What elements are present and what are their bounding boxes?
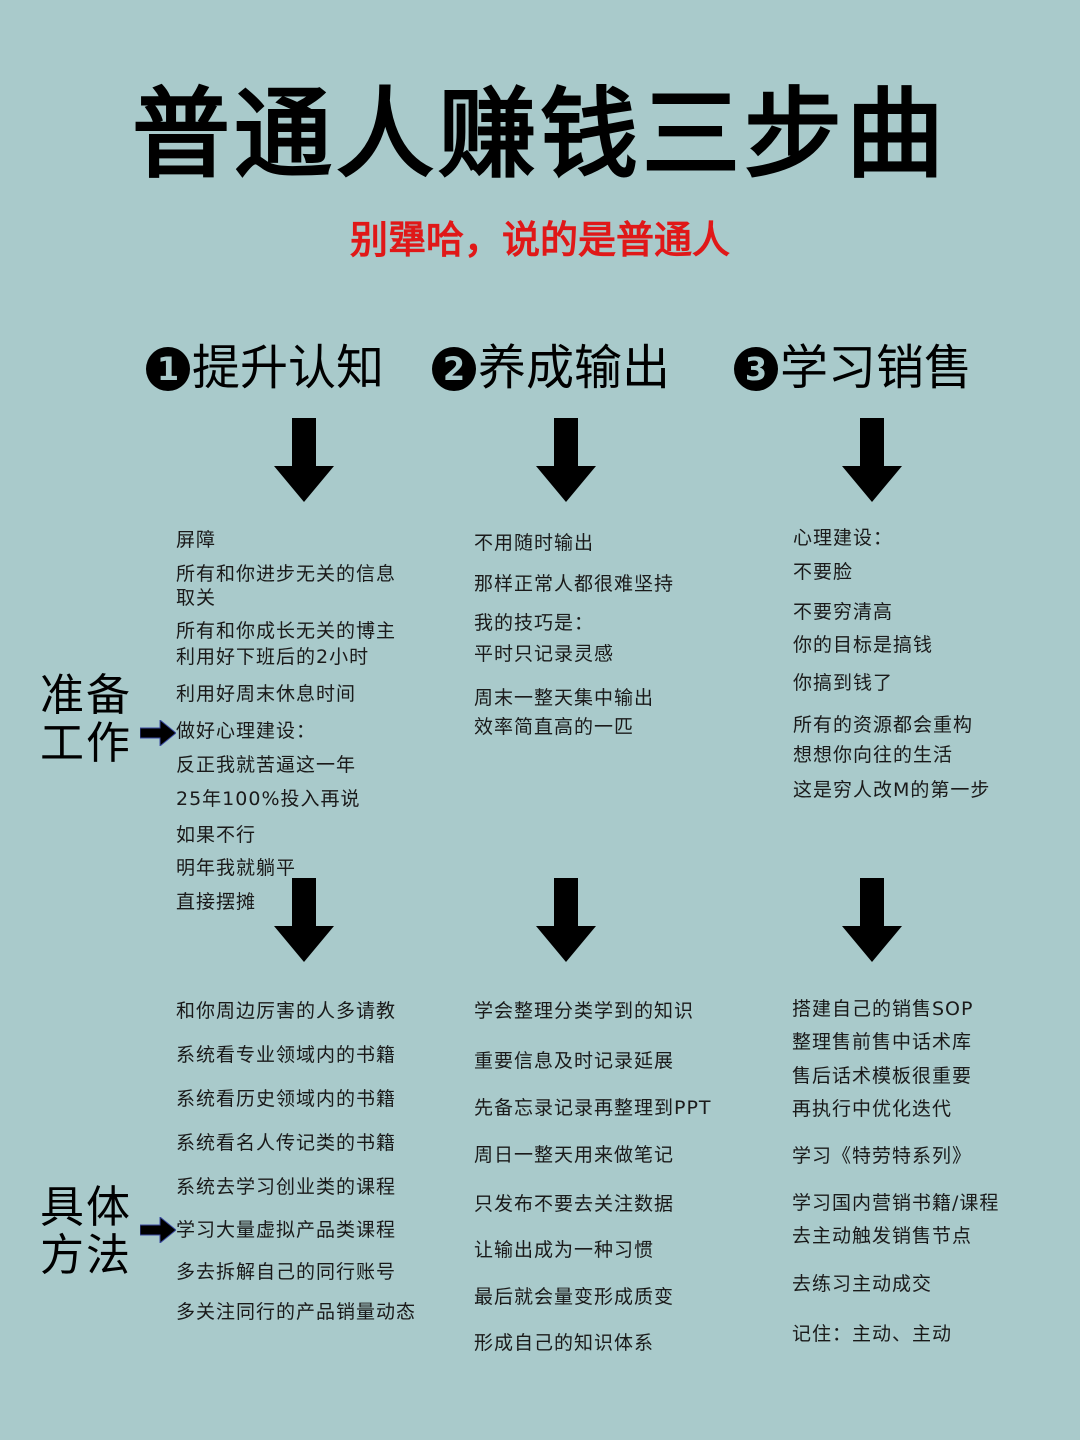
prep-col1-line: 利用好下班后的2小时 bbox=[176, 646, 370, 668]
method-col3-line: 去主动触发销售节点 bbox=[792, 1225, 973, 1247]
prep-col3-line: 不要穷清高 bbox=[793, 601, 894, 623]
prep-col2-line: 不用随时输出 bbox=[474, 532, 595, 554]
method-col2-line: 最后就会量变形成质变 bbox=[474, 1286, 675, 1308]
method-col3-line: 再执行中优化迭代 bbox=[792, 1098, 953, 1120]
prep-col1-line: 取关 bbox=[176, 587, 217, 609]
down-arrow-icon bbox=[536, 878, 596, 962]
method-col3-line: 学习《特劳特系列》 bbox=[792, 1145, 973, 1167]
prep-label-line-2: 工作 bbox=[40, 718, 132, 769]
prep-col3-line: 心理建设： bbox=[793, 527, 894, 549]
down-arrow-icon bbox=[274, 878, 334, 962]
method-col3-line: 记住：主动、主动 bbox=[792, 1323, 953, 1345]
method-col3-line: 去练习主动成交 bbox=[792, 1273, 933, 1295]
method-col2-line: 形成自己的知识体系 bbox=[474, 1332, 655, 1354]
prep-col3-line: 你搞到钱了 bbox=[793, 672, 894, 694]
prep-col3-line: 所有的资源都会重构 bbox=[793, 714, 974, 736]
prep-col3-line: 你的目标是搞钱 bbox=[793, 634, 934, 656]
down-arrow-icon bbox=[274, 418, 334, 502]
prep-col1-line: 做好心理建设： bbox=[176, 720, 317, 742]
method-col2-line: 先备忘录记录再整理到PPT bbox=[474, 1097, 712, 1119]
prep-col2-line: 我的技巧是： bbox=[474, 612, 595, 634]
method-label: 具体 方法 bbox=[40, 1184, 132, 1280]
method-col2-line: 学会整理分类学到的知识 bbox=[474, 1000, 695, 1022]
method-col1-line: 系统看历史领域内的书籍 bbox=[176, 1088, 397, 1110]
method-col2-line: 周日一整天用来做笔记 bbox=[474, 1144, 675, 1166]
method-label-line-2: 方法 bbox=[40, 1230, 132, 1281]
page-subtitle: 别犟哈，说的是普通人 bbox=[349, 218, 730, 262]
method-col3-line: 整理售前售中话术库 bbox=[792, 1031, 973, 1053]
prep-col2-line: 那样正常人都很难坚持 bbox=[474, 573, 675, 595]
method-col3-line: 搭建自己的销售SOP bbox=[792, 998, 974, 1020]
prep-col1-line: 明年我就躺平 bbox=[176, 857, 297, 879]
right-arrow-icon bbox=[140, 1217, 176, 1243]
prep-label-line-1: 准备 bbox=[40, 670, 132, 721]
prep-col1-line: 25年100%投入再说 bbox=[176, 788, 361, 810]
method-col2-line: 只发布不要去关注数据 bbox=[474, 1193, 675, 1215]
circled-number-icon: 2 bbox=[432, 347, 476, 391]
method-col1-line: 多去拆解自己的同行账号 bbox=[176, 1261, 397, 1283]
prep-col2-line: 效率简直高的一匹 bbox=[474, 716, 635, 738]
circled-number-icon: 1 bbox=[146, 347, 190, 391]
prep-col2-line: 平时只记录灵感 bbox=[474, 643, 615, 665]
method-col1-line: 系统看专业领域内的书籍 bbox=[176, 1044, 397, 1066]
step-3-label: 学习销售 bbox=[780, 340, 973, 396]
prep-col1-line: 屏障 bbox=[176, 529, 217, 551]
prep-col3-line: 这是穷人改M的第一步 bbox=[793, 779, 991, 801]
right-arrow-icon bbox=[140, 720, 176, 746]
prep-col3-line: 不要脸 bbox=[793, 561, 854, 583]
step-2-label: 养成输出 bbox=[478, 340, 671, 396]
step-1-label: 提升认知 bbox=[192, 340, 385, 396]
prep-col3-line: 想想你向往的生活 bbox=[793, 744, 954, 766]
prep-col1-line: 如果不行 bbox=[176, 824, 257, 846]
prep-label: 准备 工作 bbox=[40, 672, 132, 768]
method-col1-line: 系统去学习创业类的课程 bbox=[176, 1176, 397, 1198]
circled-number-icon: 3 bbox=[734, 347, 778, 391]
method-label-line-1: 具体 bbox=[40, 1182, 132, 1233]
method-col3-line: 学习国内营销书籍/课程 bbox=[792, 1192, 1000, 1214]
prep-col1-line: 所有和你成长无关的博主 bbox=[176, 620, 397, 642]
down-arrow-icon bbox=[536, 418, 596, 502]
method-col1-line: 多关注同行的产品销量动态 bbox=[176, 1301, 417, 1323]
method-col3-line: 售后话术模板很重要 bbox=[792, 1065, 973, 1087]
down-arrow-icon bbox=[842, 878, 902, 962]
prep-col1-line: 反正我就苦逼这一年 bbox=[176, 754, 357, 776]
method-col1-line: 学习大量虚拟产品类课程 bbox=[176, 1219, 397, 1241]
prep-col2-line: 周末一整天集中输出 bbox=[474, 687, 655, 709]
prep-col1-line: 所有和你进步无关的信息 bbox=[176, 563, 397, 585]
method-col1-line: 系统看名人传记类的书籍 bbox=[176, 1132, 397, 1154]
down-arrow-icon bbox=[842, 418, 902, 502]
method-col2-line: 让输出成为一种习惯 bbox=[474, 1239, 655, 1261]
method-col2-line: 重要信息及时记录延展 bbox=[474, 1050, 675, 1072]
method-col1-line: 和你周边厉害的人多请教 bbox=[176, 1000, 397, 1022]
page-title: 普通人赚钱三步曲 bbox=[131, 78, 948, 192]
prep-col1-line: 直接摆摊 bbox=[176, 891, 257, 913]
prep-col1-line: 利用好周末休息时间 bbox=[176, 683, 357, 705]
